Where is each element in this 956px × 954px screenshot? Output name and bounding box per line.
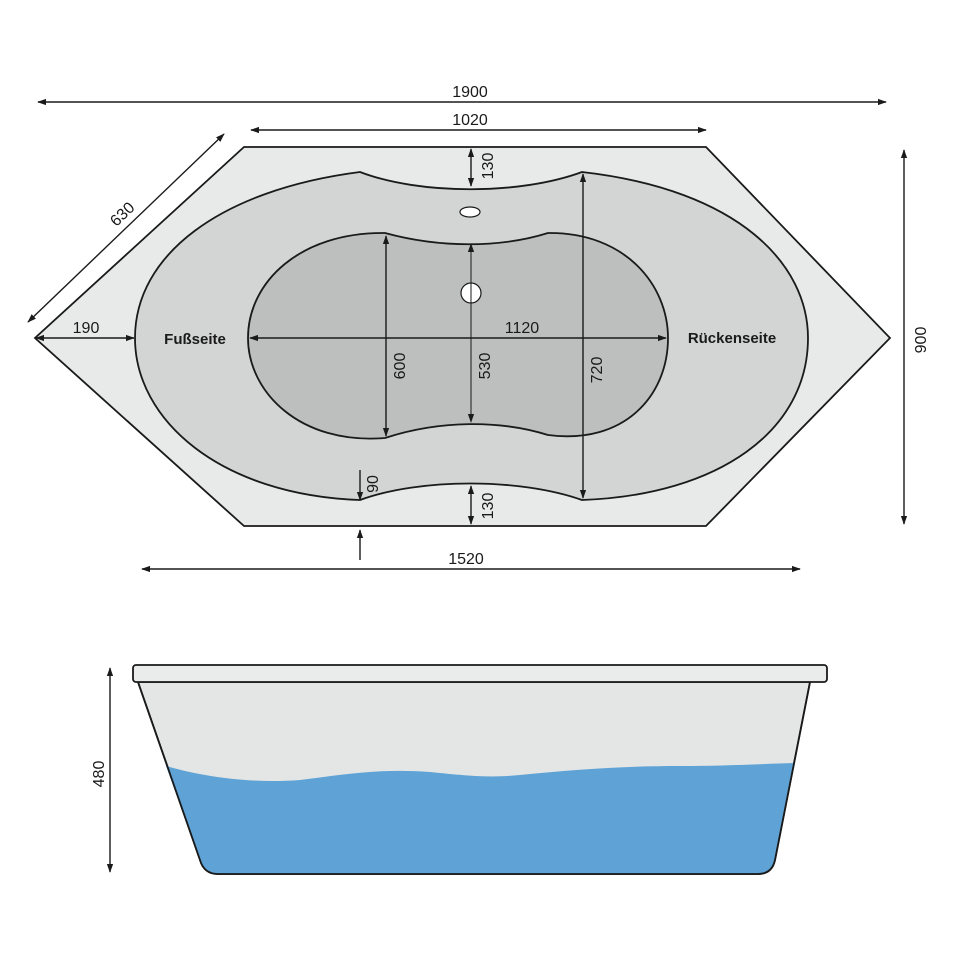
overflow-drain-icon <box>459 206 481 218</box>
dim-inner-left: 600 <box>392 353 409 380</box>
dim-diagonal: 630 <box>107 199 138 230</box>
dim-overall-width: 900 <box>913 327 930 354</box>
dim-line-diagonal <box>27 133 225 323</box>
dim-side-height: 480 <box>91 761 108 788</box>
label-back-side: Rückenseite <box>688 330 776 347</box>
dim-rim-top: 130 <box>480 153 497 180</box>
dim-inner-length: 1120 <box>505 320 540 337</box>
side-view: 480 <box>91 664 828 875</box>
water-fill <box>166 763 795 874</box>
dim-overall-length: 1900 <box>452 84 488 101</box>
dim-outer-width: 720 <box>589 357 606 384</box>
dim-tip-to-basin: 190 <box>73 320 100 337</box>
dim-top-edge: 1020 <box>452 112 488 129</box>
dim-basin-length: 1520 <box>448 551 484 568</box>
inner-basin <box>247 232 669 440</box>
tub-top-lip <box>132 664 828 683</box>
label-foot-side: Fußseite <box>164 331 226 348</box>
top-view: 1900 1020 630 190 1120 Fußseite Rückense… <box>27 84 930 573</box>
tub-side-outline <box>137 681 811 875</box>
dim-rim-bottom: 130 <box>480 493 497 520</box>
dim-inner-center: 530 <box>477 353 494 380</box>
dim-waist: 90 <box>365 475 382 493</box>
